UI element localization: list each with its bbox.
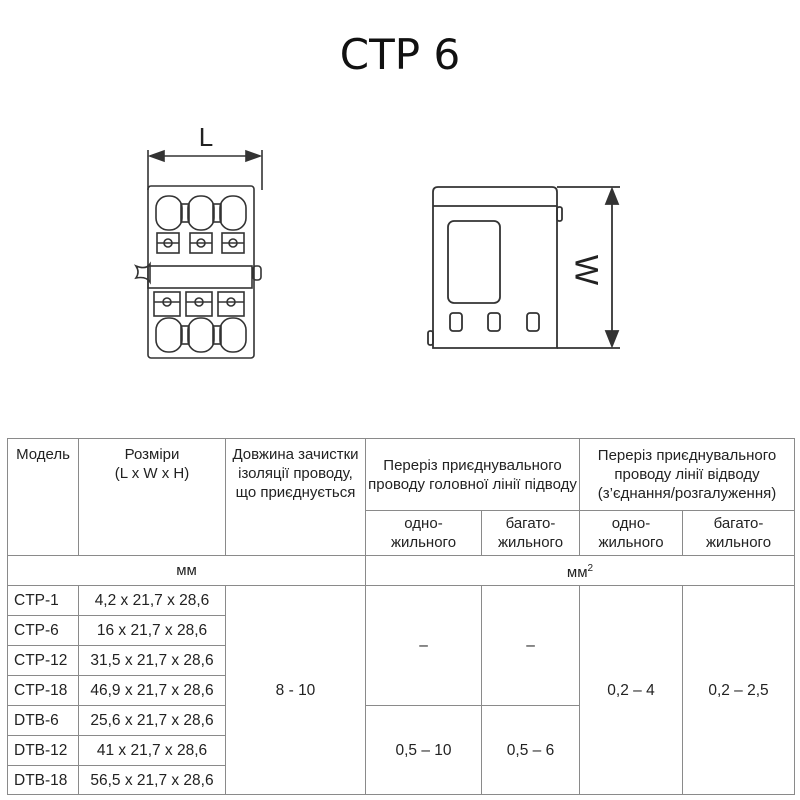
model-cell: CTP-6: [7, 615, 79, 646]
table-row: CTP-18 46,9 x 21,7 x 28,6: [7, 675, 795, 706]
size-cell: 25,6 x 21,7 x 28,6: [78, 705, 226, 736]
header-size: Розміри (L x W x H): [78, 438, 226, 556]
header-strip-length: Довжина зачистки ізоляції проводу, що пр…: [225, 438, 366, 556]
table-row: CTP-6 16 x 21,7 x 28,6: [7, 615, 795, 646]
header-text: жильного: [705, 534, 772, 551]
model-cell: DTB-6: [7, 705, 79, 736]
size-cell: 46,9 x 21,7 x 28,6: [78, 675, 226, 706]
unit-mm: мм: [7, 555, 366, 586]
table-row: DTB-12 41 x 21,7 x 28,6: [7, 735, 795, 766]
dimension-label-w: W: [569, 255, 605, 286]
header-branch-stranded: багато-жильного: [682, 510, 795, 556]
main-solid-dtb-cell: 0,5 – 10: [365, 705, 482, 795]
header-branch-line: Переріз приєднувального проводу лінії ві…: [579, 438, 795, 511]
header-text: багато-: [713, 515, 764, 532]
size-cell: 4,2 x 21,7 x 28,6: [78, 585, 226, 616]
document-title: CTP 6: [339, 30, 461, 79]
header-branch-solid: одно-жильного: [579, 510, 683, 556]
specification-table: Модель Розміри (L x W x H) Довжина зачис…: [7, 438, 795, 795]
model-cell: CTP-1: [7, 585, 79, 616]
table-row: CTP-1 4,2 x 21,7 x 28,6 8 - 10 – – 0,2 –…: [7, 585, 795, 795]
table-row: DTB-18 56,5 x 21,7 x 28,6: [7, 765, 795, 795]
header-text: одно-: [404, 515, 443, 532]
branch-solid-cell: 0,2 – 4: [579, 585, 683, 795]
main-stranded-dtb-cell: 0,5 – 6: [481, 705, 580, 795]
branch-stranded-cell: 0,2 – 2,5: [682, 585, 795, 795]
side-view-drawing: [427, 186, 620, 349]
dimension-label-l: L: [199, 122, 213, 152]
size-cell: 31,5 x 21,7 x 28,6: [78, 645, 226, 676]
header-main-stranded: багато-жильного: [481, 510, 580, 556]
header-text: жильного: [598, 534, 664, 551]
header-main-solid: одно-жильного: [365, 510, 482, 556]
header-text: одно-: [611, 515, 651, 532]
model-cell: DTB-12: [7, 735, 79, 766]
model-cell: CTP-12: [7, 645, 79, 676]
strip-length-cell: 8 - 10: [225, 585, 366, 795]
header-model: Модель: [7, 438, 79, 556]
header-text: жильного: [390, 534, 457, 551]
top-view-drawing: [133, 149, 263, 359]
header-main-line: Переріз приєднувального проводу головної…: [365, 438, 580, 511]
main-stranded-ctp-cell: –: [481, 585, 580, 706]
table-row: CTP-12 31,5 x 21,7 x 28,6: [7, 645, 795, 676]
size-cell: 16 x 21,7 x 28,6: [78, 615, 226, 646]
unit-superscript: 2: [587, 563, 594, 574]
model-cell: CTP-18: [7, 675, 79, 706]
main-solid-ctp-cell: –: [365, 585, 482, 706]
model-cell: DTB-18: [7, 765, 79, 795]
technical-drawings: L W: [133, 122, 620, 359]
header-size-dims: (L x W x H): [114, 465, 190, 482]
size-cell: 56,5 x 21,7 x 28,6: [78, 765, 226, 795]
unit-mm2: мм2: [365, 555, 795, 586]
table-row: DTB-6 25,6 x 21,7 x 28,6 0,5 – 10 0,5 – …: [7, 705, 795, 795]
unit-text: мм: [566, 564, 588, 581]
header-text: багато-: [505, 515, 556, 532]
size-cell: 41 x 21,7 x 28,6: [78, 735, 226, 766]
header-text: жильного: [497, 534, 564, 551]
header-size-title: Розміри: [124, 446, 180, 463]
